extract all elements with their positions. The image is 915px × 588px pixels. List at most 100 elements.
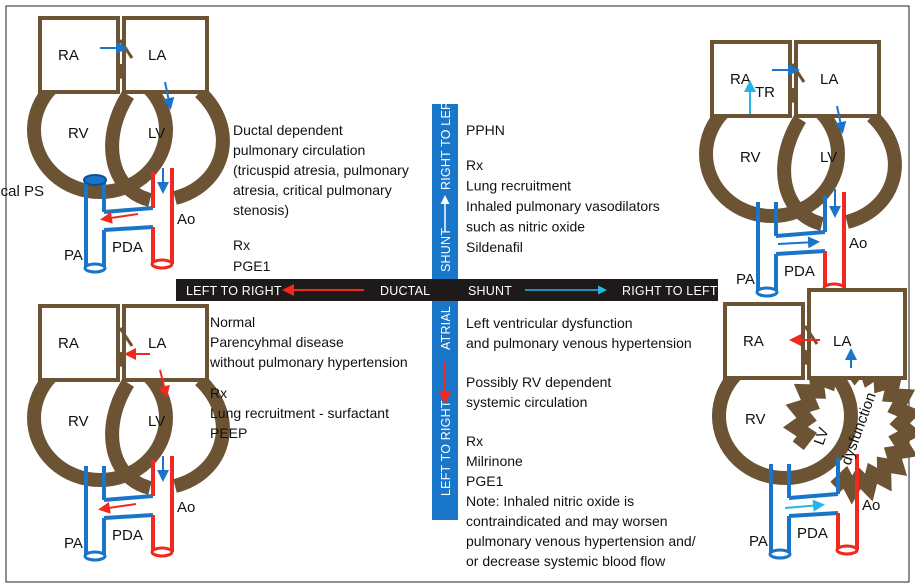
bottom-right-treatment-line: PGE1 xyxy=(466,473,504,489)
pa-label: PA xyxy=(749,533,768,550)
bottom-right-treatment-line: Note: Inhaled nitric oxide is xyxy=(466,493,634,509)
ductal-bar-background xyxy=(176,279,718,301)
bottom-right-description-line: systemic circulation xyxy=(466,394,587,410)
ao-label: Ao xyxy=(177,499,195,516)
atrial-shunt-bar: SHUNT RIGHT TO LEFT ATRIAL LEFT TO RIGHT xyxy=(432,94,458,520)
top-right-treatment-line: Rx xyxy=(466,157,483,173)
top-left-treatment-line: PGE1 xyxy=(233,258,271,274)
blue-arrow-icon xyxy=(162,81,175,110)
top-right-treatment-line: such as nitric oxide xyxy=(466,219,585,235)
pulmonary-artery-opening xyxy=(768,548,792,560)
la-label: LA xyxy=(148,47,166,64)
lv-label: LV xyxy=(148,413,165,430)
right-atrium xyxy=(38,304,120,382)
right-atrium xyxy=(723,302,805,380)
top-right-description-line: PPHN xyxy=(466,122,505,138)
pa-label: PA xyxy=(64,535,83,552)
top-left-description-line: stenosis) xyxy=(233,202,289,218)
pda-top-wall xyxy=(103,494,154,502)
lv-label: LV xyxy=(148,125,165,142)
top-left-description-line: Ductal dependent xyxy=(233,122,343,138)
left-atrium xyxy=(794,40,881,118)
pulmonary-artery-opening xyxy=(83,262,107,274)
aorta-opening xyxy=(150,546,174,558)
pda-bottom-wall xyxy=(103,225,154,232)
dilated-left-ventricle-wall xyxy=(782,347,915,505)
atrial-bar-top xyxy=(432,104,458,279)
pda-bottom-wall xyxy=(788,511,839,518)
pulmonary-artery-opening xyxy=(83,550,107,562)
pda-bottom-wall xyxy=(775,249,826,256)
bottom-right-description-line: Possibly RV dependent xyxy=(466,374,611,390)
pda-top-wall xyxy=(788,492,839,500)
rv-label: RV xyxy=(68,125,89,142)
pda-top-wall xyxy=(103,206,154,214)
left-atrium xyxy=(122,304,209,382)
atrial-label: ATRIAL xyxy=(439,306,453,350)
ao-label: Ao xyxy=(862,497,880,514)
lv-label: LV xyxy=(820,149,837,166)
left-ventricle-wall xyxy=(105,86,230,207)
cyan-arrow-icon xyxy=(784,499,825,512)
pda-label: PDA xyxy=(112,239,143,256)
red-arrow-icon xyxy=(158,369,170,398)
bottom-left-description-line: without pulmonary hypertension xyxy=(209,354,408,370)
la-label: LA xyxy=(833,333,851,350)
critical-ps-label: Critical PS xyxy=(0,183,44,200)
bottom-right-treatment-line: Milrinone xyxy=(466,453,523,469)
ra-label: RA xyxy=(58,47,79,64)
heart-ductal-left-to-right: RA LA RV LV PA PDA Ao Critical PS xyxy=(0,16,230,274)
red-arrow-icon xyxy=(98,501,137,514)
pa-label: PA xyxy=(64,247,83,264)
bottom-left-treatment-line: Rx xyxy=(210,385,227,401)
bottom-right-description-line: Left ventricular dysfunction xyxy=(466,315,633,331)
aorta-opening xyxy=(150,258,174,270)
rv-label: RV xyxy=(68,413,89,430)
ductal-right-to-left-label: RIGHT TO LEFT xyxy=(622,284,718,298)
la-label: LA xyxy=(148,335,166,352)
ductal-left-to-right-label: LEFT TO RIGHT xyxy=(186,284,282,298)
pa-label: PA xyxy=(736,271,755,288)
shunt-label: SHUNT xyxy=(468,284,512,298)
tr-label: TR xyxy=(755,84,775,101)
bottom-left-description-line: Normal xyxy=(210,314,255,330)
ductal-shunt-bar: LEFT TO RIGHT DUCTAL SHUNT RIGHT TO LEFT xyxy=(176,279,718,301)
top-right-treatment-line: Inhaled pulmonary vasodilators xyxy=(466,198,660,214)
stenotic-pulmonary-valve-icon xyxy=(83,174,107,186)
frame-border xyxy=(5,5,910,583)
top-right-treatment-line: Sildenafil xyxy=(466,239,523,255)
red-arrow-icon xyxy=(100,211,139,224)
blue-arrow-icon xyxy=(834,105,847,134)
pda-label: PDA xyxy=(112,527,143,544)
left-ventricle-wall xyxy=(777,110,902,231)
ra-label: RA xyxy=(730,71,751,88)
atrial-bar-bottom xyxy=(432,301,458,520)
bottom-left-description-line: Parencyhmal disease xyxy=(210,334,344,350)
left-ventricle-wall xyxy=(105,374,230,495)
pulmonary-artery-opening xyxy=(755,286,779,298)
ao-label: Ao xyxy=(177,211,195,228)
ao-label: Ao xyxy=(849,235,867,252)
pda-top-wall xyxy=(775,230,826,238)
atrial-right-to-left-label: RIGHT TO LEFT xyxy=(439,94,453,190)
top-left-description-line: pulmonary circulation xyxy=(233,142,365,158)
ductal-label: DUCTAL xyxy=(380,284,430,298)
right-atrium xyxy=(38,16,120,94)
rv-label: RV xyxy=(745,411,766,428)
top-left-description-line: atresia, critical pulmonary xyxy=(233,182,392,198)
top-left-description-line: (tricuspid atresia, pulmonary xyxy=(233,162,409,178)
bottom-right-description-line: and pulmonary venous hypertension xyxy=(466,335,692,351)
pda-label: PDA xyxy=(797,525,828,542)
top-left-treatment-line: Rx xyxy=(233,237,250,253)
pda-bottom-wall xyxy=(103,513,154,520)
left-atrium xyxy=(807,288,907,380)
bottom-left-treatment-line: PEEP xyxy=(210,425,247,441)
bottom-left-treatment-line: Lung recruitment - surfactant xyxy=(210,405,389,421)
bottom-right-treatment-line: or decrease systemic blood flow xyxy=(466,553,666,569)
bottom-right-treatment-line: pulmonary venous hypertension and/ xyxy=(466,533,696,549)
